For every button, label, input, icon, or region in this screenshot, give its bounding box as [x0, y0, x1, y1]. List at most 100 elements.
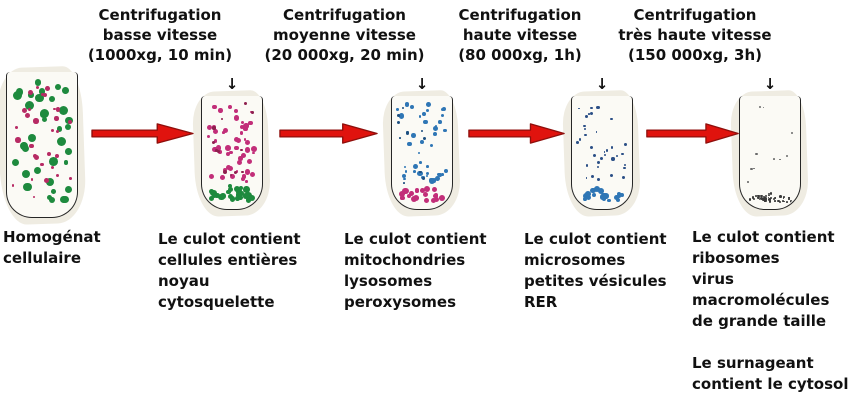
content-dot — [56, 126, 62, 132]
content-dot — [49, 96, 55, 102]
text-line: noyau — [158, 272, 210, 290]
content-dot — [782, 196, 785, 199]
text-line: macromolécules — [692, 291, 830, 309]
content-dot — [433, 193, 438, 198]
content-dot — [423, 185, 430, 192]
content-dot — [248, 195, 255, 201]
content-dot — [596, 160, 601, 165]
content-dot — [46, 152, 51, 157]
content-dot — [758, 198, 761, 201]
content-dot — [598, 187, 604, 194]
content-dot — [55, 107, 61, 112]
content-dot — [425, 101, 431, 107]
content-dot — [251, 111, 255, 114]
content-dot — [248, 120, 253, 126]
text-line: Le culot contient — [158, 230, 301, 248]
content-dot — [223, 127, 229, 133]
content-dot — [407, 141, 413, 147]
content-dot — [34, 79, 42, 86]
content-dot — [403, 177, 406, 181]
content-dot — [578, 138, 582, 141]
content-dot — [245, 197, 252, 203]
content-dot — [757, 194, 760, 197]
text-line: Centrifugation — [458, 6, 582, 24]
text-line: Centrifugation — [633, 6, 757, 24]
content-dot — [590, 106, 593, 110]
content-dot — [603, 154, 606, 157]
content-dot — [421, 130, 424, 132]
content-dot — [765, 195, 768, 198]
content-dot — [767, 194, 770, 197]
content-dot — [69, 177, 72, 180]
content-dot — [440, 113, 445, 117]
content-dot — [240, 131, 244, 135]
content-dot — [35, 93, 44, 103]
text-line: mitochondries — [344, 251, 466, 269]
content-dot — [763, 197, 767, 201]
content-dot — [43, 178, 49, 184]
content-dot — [763, 196, 765, 199]
text-line: (150 000xg, 3h) — [627, 46, 762, 64]
content-dot — [585, 191, 592, 198]
content-dot — [396, 108, 400, 111]
content-dot — [405, 131, 410, 135]
tube-homogenat — [0, 65, 87, 226]
content-dot — [764, 200, 766, 202]
tube-glassbox — [191, 89, 272, 218]
content-dot — [215, 145, 222, 152]
content-dot — [584, 115, 588, 119]
content-dot — [623, 166, 626, 170]
content-dot — [239, 124, 245, 130]
content-dot — [762, 107, 765, 109]
content-dot — [404, 102, 410, 107]
content-dot — [431, 187, 437, 193]
content-dot — [49, 156, 58, 166]
content-dot — [438, 195, 445, 202]
content-dot — [790, 131, 793, 134]
content-dot — [596, 105, 600, 110]
content-dot — [418, 160, 422, 164]
content-dot — [589, 145, 594, 150]
content-dot — [418, 115, 422, 118]
content-dot — [64, 123, 72, 131]
content-dot — [220, 174, 225, 180]
content-dot — [208, 195, 215, 202]
tube-contents — [741, 97, 799, 208]
content-dot — [235, 196, 240, 201]
content-dot — [767, 196, 770, 199]
content-dot — [789, 200, 793, 203]
tube-glassbox — [561, 89, 642, 218]
content-dot — [242, 186, 250, 194]
content-dot — [237, 195, 243, 200]
content-dot — [244, 102, 248, 106]
content-dot — [226, 151, 231, 157]
content-dot — [758, 195, 760, 197]
content-dot — [760, 194, 763, 198]
content-dot — [245, 180, 248, 183]
content-dot — [67, 120, 72, 125]
content-dot — [590, 175, 594, 179]
text-line: RER — [524, 293, 558, 311]
content-dot — [605, 149, 609, 152]
content-dot — [616, 155, 619, 158]
content-dot — [594, 186, 601, 193]
content-dot — [220, 193, 226, 199]
spin-arrow-icon: ↓ — [415, 75, 429, 93]
content-dot — [753, 168, 755, 170]
content-dot — [24, 112, 31, 119]
content-dot — [38, 88, 45, 95]
content-dot — [435, 177, 440, 182]
flow-arrow-icon — [91, 123, 194, 144]
content-dot — [435, 125, 438, 128]
text-line: ribosomes — [692, 249, 780, 267]
content-dot — [623, 164, 626, 167]
text-line: haute vitesse — [462, 26, 578, 44]
content-dot — [412, 170, 416, 174]
content-dot — [578, 107, 581, 110]
content-dot — [55, 129, 59, 133]
tube-tres-haute-vitesse: ↓ — [729, 76, 810, 218]
content-dot — [396, 114, 400, 118]
content-dot — [414, 188, 420, 193]
